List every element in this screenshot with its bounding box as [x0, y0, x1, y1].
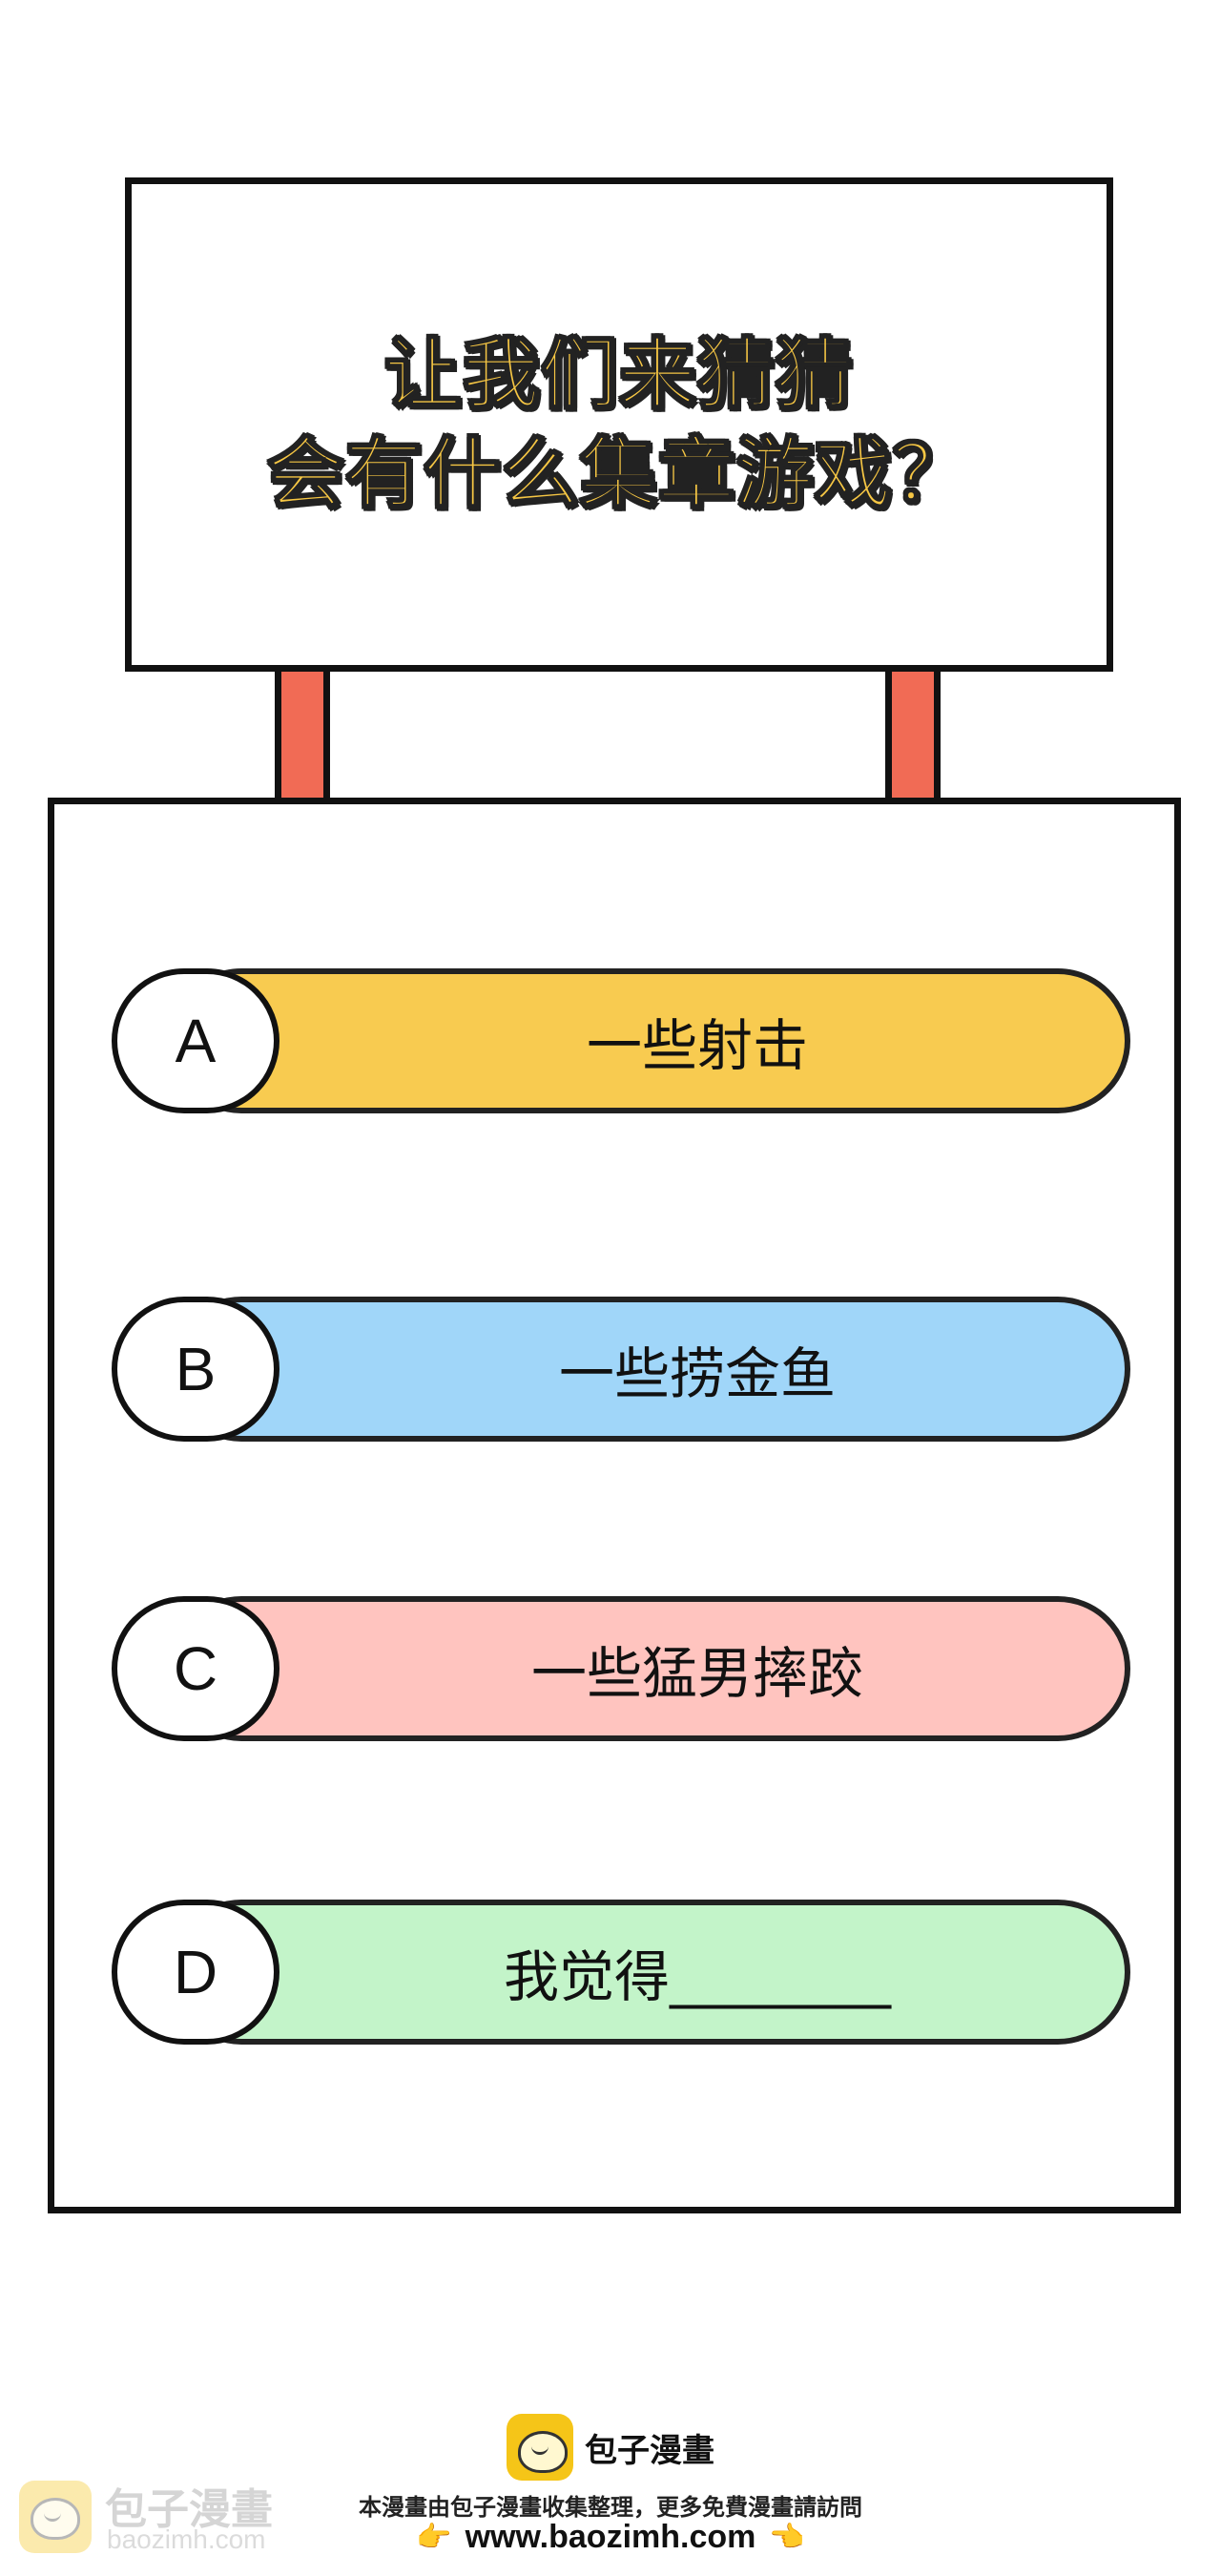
option-c-letter: C — [173, 1634, 218, 1703]
sign-title-line-1: 让我们来猜猜 — [383, 329, 854, 420]
sign-title-line-2: 会有什么集章游戏？ — [266, 428, 971, 519]
option-a[interactable]: 一些射击 A — [112, 968, 1130, 1113]
option-a-badge: A — [112, 968, 279, 1113]
footer-url-link[interactable]: www.baozimh.com — [465, 2519, 756, 2555]
option-d-badge: D — [112, 1900, 279, 2045]
pointing-left-hand-icon: 👈 — [769, 2521, 805, 2554]
footer-brand: 包子漫畫 — [585, 2431, 714, 2470]
sign-post-right — [885, 672, 941, 798]
option-d-letter: D — [173, 1938, 218, 2006]
option-a-text: 一些射击 — [586, 1013, 808, 1078]
answer-panel: 一些射击 A 一些捞金鱼 B 一些猛男摔跤 C 我觉得________ D — [48, 798, 1181, 2213]
option-b-text: 一些捞金鱼 — [558, 1341, 836, 1406]
option-c-bar[interactable]: 一些猛男摔跤 — [169, 1596, 1130, 1741]
pointing-right-hand-icon: 👉 — [416, 2521, 452, 2554]
footer-note: 本漫畫由包子漫畫收集整理，更多免費漫畫請訪問 — [359, 2494, 862, 2521]
option-b[interactable]: 一些捞金鱼 B — [112, 1297, 1130, 1442]
option-a-bar[interactable]: 一些射击 — [169, 968, 1130, 1113]
sign-board: 让我们来猜猜 会有什么集章游戏？ — [125, 177, 1113, 672]
option-b-bar[interactable]: 一些捞金鱼 — [169, 1297, 1130, 1442]
option-c-badge: C — [112, 1596, 279, 1741]
option-b-letter: B — [175, 1335, 217, 1403]
sign-post-left — [275, 672, 330, 798]
footer-logo-row: 包子漫畫 — [0, 2414, 1221, 2481]
watermark-url: baozimh.com — [107, 2524, 266, 2554]
footer-url-row: 👉 www.baozimh.com 👈 — [0, 2519, 1221, 2556]
option-b-badge: B — [112, 1297, 279, 1442]
option-a-letter: A — [175, 1007, 217, 1075]
option-d-text: 我觉得________ — [503, 1944, 891, 2009]
corner-watermark: 包子漫畫 baozimh.com — [19, 2475, 315, 2561]
bun-logo-icon — [507, 2414, 573, 2481]
option-d-bar[interactable]: 我觉得________ — [169, 1900, 1130, 2045]
bun-logo-icon — [19, 2481, 92, 2553]
option-d[interactable]: 我觉得________ D — [112, 1900, 1130, 2045]
option-c[interactable]: 一些猛男摔跤 C — [112, 1596, 1130, 1741]
watermark-name: 包子漫畫 — [105, 2485, 273, 2534]
option-c-text: 一些猛男摔跤 — [530, 1641, 863, 1706]
